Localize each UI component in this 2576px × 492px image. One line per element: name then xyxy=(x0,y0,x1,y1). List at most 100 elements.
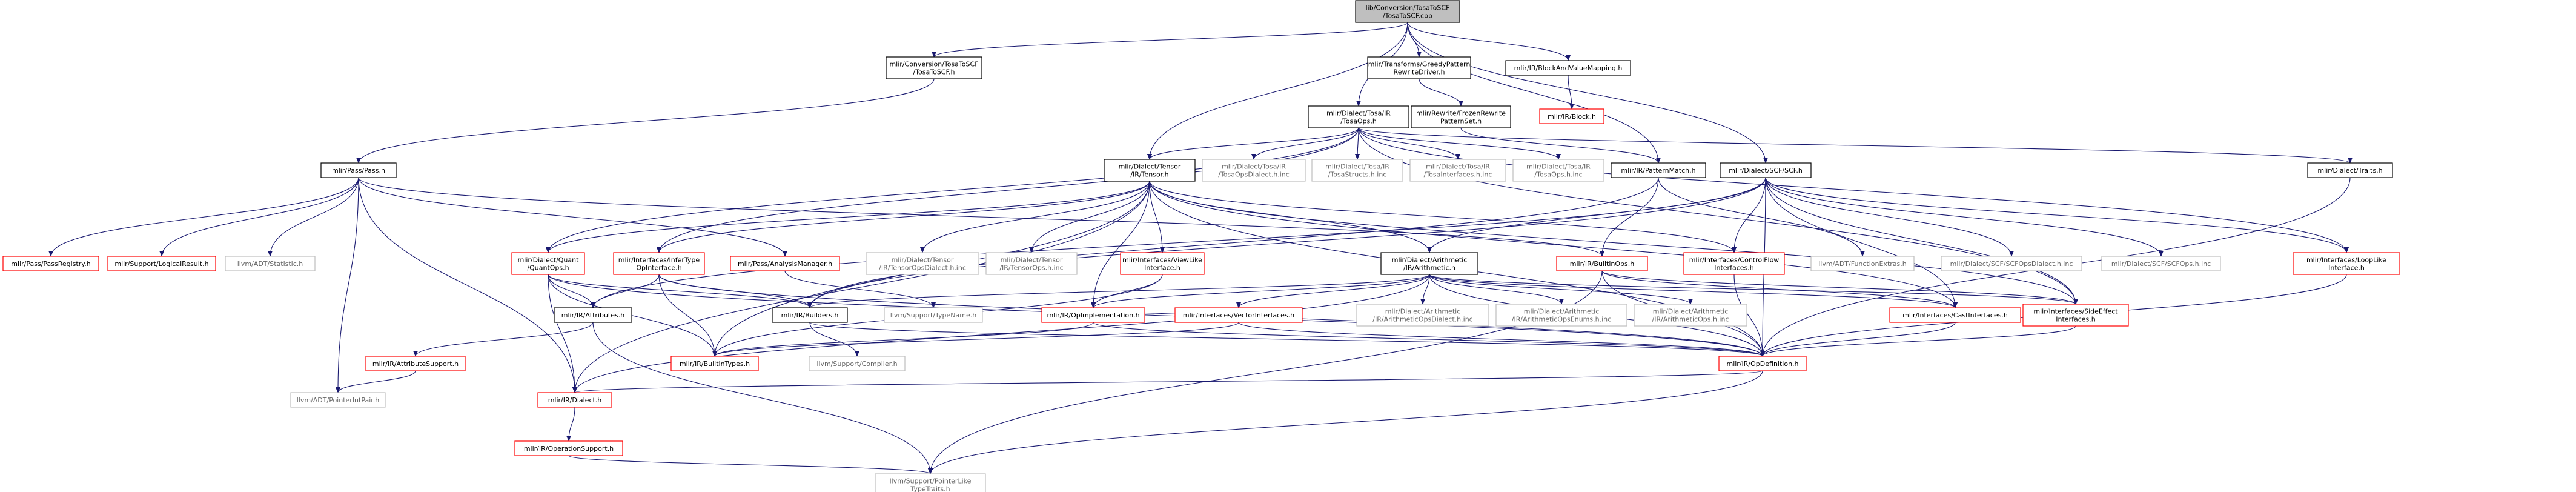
node-opimpl[interactable]: mlir/IR/OpImplementation.h xyxy=(1041,307,1145,323)
node-label-line: mlir/Dialect/Traits.h xyxy=(2317,167,2382,175)
node-box xyxy=(2101,256,2221,271)
edge-scf-to-sideeffect xyxy=(1765,177,2078,305)
edge-builtinops-to-sideeffect xyxy=(1601,270,2078,305)
node-arith[interactable]: mlir/Dialect/Arithmetic/IR/Arithmetic.h xyxy=(1380,252,1478,275)
node-box xyxy=(1311,159,1403,182)
node-label-line: llvm/Support/TypeName.h xyxy=(890,311,976,319)
node-box xyxy=(1120,252,1205,275)
edge-opdefinition-to-pointerlike xyxy=(928,370,1763,474)
edge-tosaops-to-traits xyxy=(1358,127,2353,164)
node-passregistry[interactable]: mlir/Pass/PassRegistry.h xyxy=(2,256,99,271)
edge-scf-to-scfopsdialect xyxy=(1765,177,2014,257)
node-label-line: llvm/ADT/PointerIntPair.h xyxy=(297,396,380,404)
node-traits[interactable]: mlir/Dialect/Traits.h xyxy=(2307,162,2393,178)
edge-tosaops-to-tosainterfaces xyxy=(1358,127,1460,160)
node-box xyxy=(886,56,982,79)
node-tosascf_h[interactable]: mlir/Conversion/TosaToSCF/TosaToSCF.h xyxy=(886,56,982,79)
node-bvmapping[interactable]: mlir/IR/BlockAndValueMapping.h xyxy=(1505,60,1631,76)
node-analysismgr[interactable]: mlir/Pass/AnalysisManager.h xyxy=(730,256,840,271)
node-box xyxy=(730,256,840,271)
node-tosastructs: mlir/Dialect/Tosa/IR/TosaStructs.h.inc xyxy=(1311,159,1403,182)
node-label-line: mlir/IR/Attributes.h xyxy=(561,311,624,319)
node-label-line: /IR/ArithmeticOps.h.inc xyxy=(1652,316,1729,324)
node-label-line: mlir/Dialect/Arithmetic xyxy=(1524,308,1600,316)
node-label-line: /TosaToSCF.h xyxy=(913,68,955,76)
edge-tensor-to-sideeffect xyxy=(1149,181,2078,305)
node-vectorinterfaces[interactable]: mlir/Interfaces/VectorInterfaces.h xyxy=(1174,307,1303,323)
node-patternmatch[interactable]: mlir/IR/PatternMatch.h xyxy=(1611,162,1706,178)
node-box xyxy=(511,252,585,275)
node-label-line: llvm/Support/PointerLike xyxy=(890,477,972,485)
node-tensor[interactable]: mlir/Dialect/Tensor/IR/Tensor.h xyxy=(1104,159,1196,182)
node-attrsupport[interactable]: mlir/IR/AttributeSupport.h xyxy=(365,356,466,371)
node-label-line: /TosaOpsDialect.h.inc xyxy=(1218,171,1290,179)
node-box xyxy=(809,356,906,371)
node-box xyxy=(1104,159,1196,182)
node-opdefinition[interactable]: mlir/IR/OpDefinition.h xyxy=(1718,356,1807,371)
edge-tensor-to-castinterfaces xyxy=(1149,181,1958,308)
node-tensorops: mlir/Dialect/Tensor/IR/TensorOps.h.inc xyxy=(985,252,1078,275)
node-castinterfaces[interactable]: mlir/Interfaces/CastInterfaces.h xyxy=(1889,307,2021,323)
node-label-line: mlir/Dialect/Tosa/IR xyxy=(1326,110,1391,118)
edge-root-to-bvmapping xyxy=(1407,22,1571,61)
node-label-line: mlir/Support/LogicalResult.h xyxy=(114,260,208,268)
node-builders[interactable]: mlir/IR/Builders.h xyxy=(772,307,848,323)
edge-arith-to-arithenums xyxy=(1429,274,1564,305)
node-label-line: mlir/IR/BlockAndValueMapping.h xyxy=(1514,64,1623,72)
node-arithenums: mlir/Dialect/Arithmetic/IR/ArithmeticOps… xyxy=(1495,304,1627,327)
node-builtinops[interactable]: mlir/IR/BuiltinOps.h xyxy=(1556,256,1648,271)
node-label-line: mlir/Dialect/Arithmetic xyxy=(1653,308,1729,316)
edge-arith-to-opimpl xyxy=(1091,274,1430,308)
node-box xyxy=(1380,252,1478,275)
node-label-line: mlir/Pass/Pass.h xyxy=(332,167,385,175)
node-box xyxy=(1718,356,1807,371)
node-label-line: mlir/Interfaces/ViewLike xyxy=(1122,256,1202,264)
node-box xyxy=(225,256,316,271)
edge-arith-to-arithopsinc xyxy=(1429,274,1693,305)
node-label-line: Interface.h xyxy=(2328,264,2365,272)
node-pass[interactable]: mlir/Pass/Pass.h xyxy=(320,162,397,178)
node-box xyxy=(1941,256,2082,271)
edges-layer xyxy=(48,22,2353,474)
edge-arith-to-arithopsdialect xyxy=(1420,274,1430,305)
node-box xyxy=(772,307,848,323)
edge-sideeffect-to-opdefinition xyxy=(1760,325,2076,357)
node-box xyxy=(290,392,386,408)
node-builtintypes[interactable]: mlir/IR/BuiltinTypes.h xyxy=(670,356,759,371)
node-attributes[interactable]: mlir/IR/Attributes.h xyxy=(554,307,632,323)
node-scfopsdialect: mlir/Dialect/SCF/SCFOpsDialect.h.inc xyxy=(1941,256,2082,271)
node-label-line: mlir/Dialect/Arithmetic xyxy=(1392,256,1468,264)
edge-attributes-to-attrsupport xyxy=(413,322,594,357)
node-tosaops[interactable]: mlir/Dialect/Tosa/IR/TosaOps.h xyxy=(1308,105,1409,128)
node-label-line: llvm/ADT/FunctionExtras.h xyxy=(1818,260,1907,268)
node-block[interactable]: mlir/IR/Block.h xyxy=(1539,108,1604,124)
edge-tensor-to-tensordialect xyxy=(920,181,1150,253)
edge-tosascf_h-to-pass xyxy=(356,78,935,164)
node-quantops[interactable]: mlir/Dialect/Quant/QuantOps.h xyxy=(511,252,585,275)
node-label-line: mlir/Interfaces/SideEffect xyxy=(2033,308,2118,316)
node-box xyxy=(866,252,979,275)
node-statistic: llvm/ADT/Statistic.h xyxy=(225,256,316,271)
node-box xyxy=(2,256,99,271)
node-opsupport[interactable]: mlir/IR/OperationSupport.h xyxy=(514,440,623,456)
node-greedy[interactable]: mlir/Transforms/GreedyPatternRewriteDriv… xyxy=(1367,56,1471,79)
node-box xyxy=(1539,108,1604,124)
edge-controlflow-to-opdefinition xyxy=(1733,274,1765,357)
node-label-line: mlir/IR/BuiltinOps.h xyxy=(1570,260,1634,268)
edge-tensor-to-opimpl xyxy=(1091,181,1150,308)
node-root[interactable]: lib/Conversion/TosaToSCF/TosaToSCF.cpp xyxy=(1355,0,1460,23)
node-box xyxy=(1174,307,1303,323)
node-dialect[interactable]: mlir/IR/Dialect.h xyxy=(537,392,612,408)
edge-tensor-to-quantops xyxy=(546,181,1150,253)
edge-root-to-tensor xyxy=(1147,22,1408,160)
edge-tosaops-to-looplike xyxy=(1358,127,2349,253)
node-logicalresult[interactable]: mlir/Support/LogicalResult.h xyxy=(107,256,216,271)
node-label-line: mlir/Pass/AnalysisManager.h xyxy=(738,260,832,268)
node-scf[interactable]: mlir/Dialect/SCF/SCF.h xyxy=(1720,162,1812,178)
